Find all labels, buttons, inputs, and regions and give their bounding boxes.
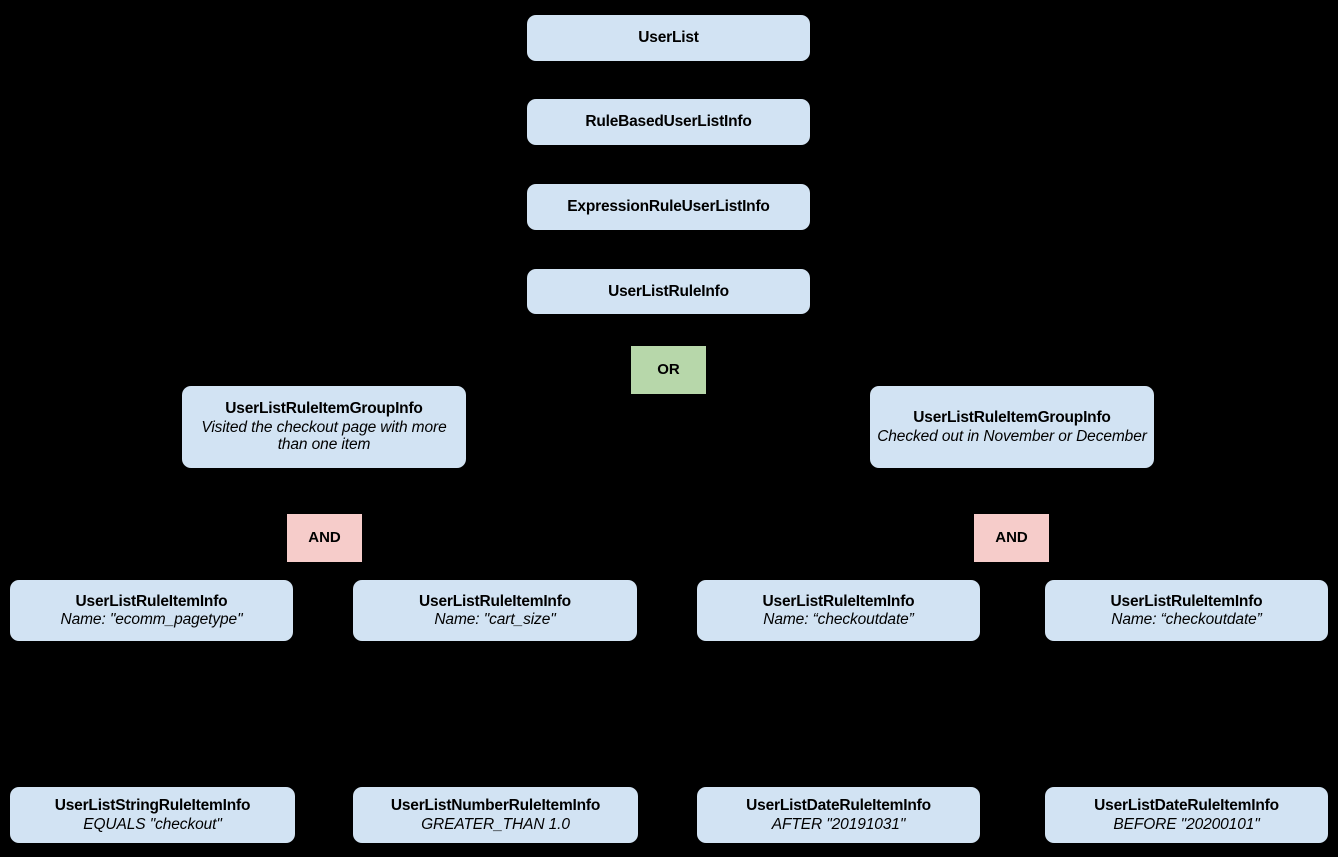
- node-rule-based-user-list-info[interactable]: RuleBasedUserListInfo: [527, 99, 810, 145]
- node-rule-item-ecomm-pagetype[interactable]: UserListRuleItemInfo Name: "ecomm_pagety…: [10, 580, 293, 641]
- node-number-rule-item-info-subtitle: GREATER_THAN 1.0: [421, 815, 570, 833]
- node-rule-item-checkoutdate-before-title: UserListRuleItemInfo: [1110, 592, 1263, 610]
- node-number-rule-item-info[interactable]: UserListNumberRuleItemInfo GREATER_THAN …: [353, 787, 638, 843]
- node-or-operator[interactable]: OR: [631, 346, 706, 394]
- node-user-list-rule-info[interactable]: UserListRuleInfo: [527, 269, 810, 314]
- node-rule-item-checkoutdate-before-subtitle: Name: “checkoutdate”: [1111, 611, 1262, 628]
- node-and-operator-left[interactable]: AND: [287, 514, 362, 562]
- node-string-rule-item-info-subtitle: EQUALS "checkout": [83, 815, 222, 833]
- node-user-list-rule-info-title: UserListRuleInfo: [608, 282, 729, 300]
- node-rule-item-checkoutdate-after-title: UserListRuleItemInfo: [762, 592, 915, 610]
- node-date-rule-item-info-after-title: UserListDateRuleItemInfo: [746, 797, 931, 815]
- node-date-rule-item-info-before[interactable]: UserListDateRuleItemInfo BEFORE "2020010…: [1045, 787, 1328, 843]
- node-and-operator-left-label: AND: [308, 528, 341, 546]
- node-date-rule-item-info-after-subtitle: AFTER "20191031": [771, 815, 906, 833]
- node-string-rule-item-info-title: UserListStringRuleItemInfo: [54, 797, 251, 815]
- node-expression-rule-user-list-info[interactable]: ExpressionRuleUserListInfo: [527, 184, 810, 230]
- node-group-right-subtitle: Checked out in November or December: [877, 427, 1147, 445]
- node-group-right-title: UserListRuleItemGroupInfo: [913, 409, 1111, 427]
- node-rule-item-ecomm-pagetype-title: UserListRuleItemInfo: [75, 592, 228, 610]
- node-number-rule-item-info-title: UserListNumberRuleItemInfo: [390, 797, 601, 815]
- node-rule-item-cart-size-title: UserListRuleItemInfo: [419, 592, 571, 610]
- node-rule-item-checkoutdate-after-subtitle: Name: “checkoutdate”: [763, 611, 914, 628]
- node-or-operator-label: OR: [657, 360, 680, 378]
- node-rule-item-checkoutdate-before[interactable]: UserListRuleItemInfo Name: “checkoutdate…: [1045, 580, 1328, 641]
- node-and-operator-right[interactable]: AND: [974, 514, 1049, 562]
- node-group-left-subtitle: Visited the checkout page with more than…: [201, 418, 447, 454]
- node-and-operator-right-label: AND: [995, 528, 1028, 546]
- node-user-list[interactable]: UserList: [527, 15, 810, 61]
- node-user-list-title: UserList: [638, 29, 699, 47]
- node-date-rule-item-info-before-subtitle: BEFORE "20200101": [1113, 815, 1260, 833]
- node-group-right[interactable]: UserListRuleItemGroupInfo Checked out in…: [870, 386, 1154, 468]
- node-group-left-title: UserListRuleItemGroupInfo: [225, 400, 423, 418]
- node-rule-item-ecomm-pagetype-subtitle: Name: "ecomm_pagetype": [60, 611, 243, 628]
- node-expression-rule-user-list-info-title: ExpressionRuleUserListInfo: [567, 198, 770, 216]
- node-string-rule-item-info[interactable]: UserListStringRuleItemInfo EQUALS "check…: [10, 787, 295, 843]
- node-group-left[interactable]: UserListRuleItemGroupInfo Visited the ch…: [182, 386, 466, 468]
- node-date-rule-item-info-after[interactable]: UserListDateRuleItemInfo AFTER "20191031…: [697, 787, 980, 843]
- node-rule-based-user-list-info-title: RuleBasedUserListInfo: [585, 113, 752, 131]
- node-rule-item-cart-size[interactable]: UserListRuleItemInfo Name: "cart_size": [353, 580, 637, 641]
- node-date-rule-item-info-before-title: UserListDateRuleItemInfo: [1094, 797, 1279, 815]
- node-rule-item-cart-size-subtitle: Name: "cart_size": [434, 611, 556, 628]
- node-rule-item-checkoutdate-after[interactable]: UserListRuleItemInfo Name: “checkoutdate…: [697, 580, 980, 641]
